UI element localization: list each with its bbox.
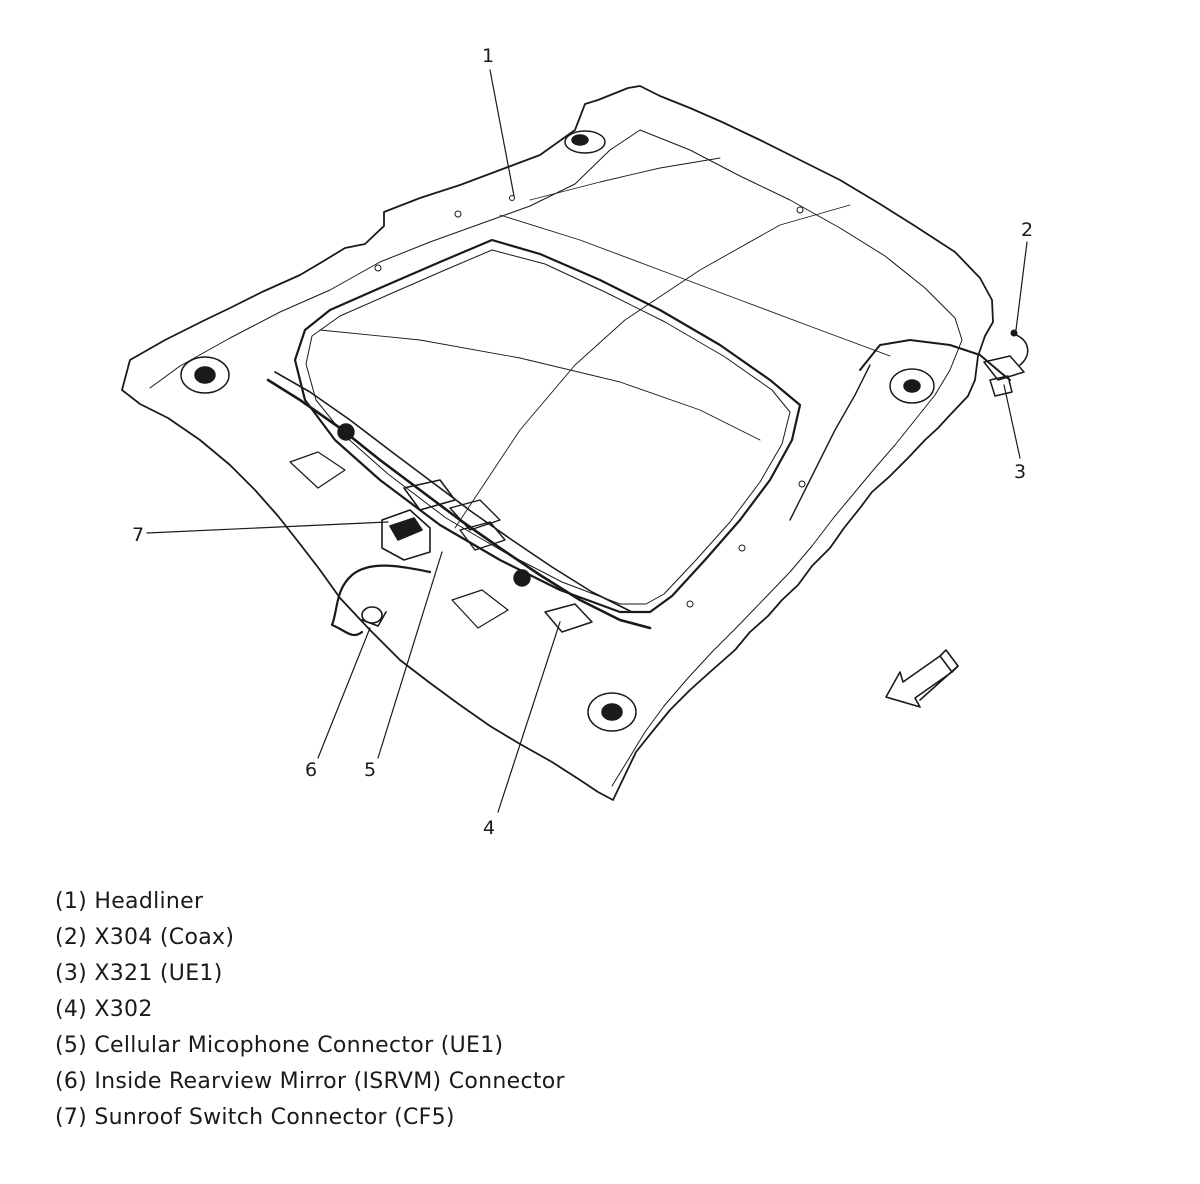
leader-7 xyxy=(146,521,389,534)
legend-item: (5) Cellular Micophone Connector (UE1) xyxy=(55,1033,504,1058)
front-arrow-icon xyxy=(885,649,959,708)
clip-5 xyxy=(738,544,746,552)
grab-handle-mount-rear xyxy=(564,130,606,154)
clip-1 xyxy=(374,264,382,272)
visor-mount-right xyxy=(889,368,935,404)
clip-2 xyxy=(454,210,462,218)
roof-seam-d xyxy=(529,157,721,201)
clip-4 xyxy=(798,480,806,488)
callout-2: 2 xyxy=(1021,219,1033,241)
sunroof-inner-lip xyxy=(305,249,791,605)
console-connector-cluster xyxy=(337,423,531,587)
sunroof-opening xyxy=(293,238,802,614)
clip-pad-left xyxy=(289,451,346,489)
leader-5 xyxy=(377,551,443,759)
callout-5: 5 xyxy=(364,759,376,781)
x302-connector xyxy=(544,603,593,633)
x321-connector xyxy=(983,355,1025,397)
callout-3: 3 xyxy=(1014,461,1026,483)
clip-3 xyxy=(796,206,804,214)
leader-2 xyxy=(1015,241,1028,331)
wire-harness-right-b xyxy=(789,364,871,521)
coax-lead xyxy=(1013,333,1029,366)
legend-item: (4) X302 xyxy=(55,997,153,1022)
leader-3 xyxy=(1003,384,1021,459)
leader-6 xyxy=(317,627,371,759)
headliner-inner-edge xyxy=(149,129,963,787)
callout-6: 6 xyxy=(305,759,317,781)
visor-mount-left xyxy=(180,356,230,394)
legend-item: (1) Headliner xyxy=(55,889,204,914)
wire-harness xyxy=(266,378,652,630)
legend-item: (3) X321 (UE1) xyxy=(55,961,223,986)
headliner-diagram: 1 2 3 4 5 6 7 xyxy=(121,45,1033,839)
isrvm-connector xyxy=(361,606,387,627)
isrvm-pigtail xyxy=(330,564,432,637)
coax-terminal xyxy=(1010,329,1018,337)
roof-seam-c xyxy=(499,214,891,357)
roof-seam-b xyxy=(319,329,761,441)
callout-1: 1 xyxy=(482,45,494,67)
legend-item: (6) Inside Rearview Mirror (ISRVM) Conne… xyxy=(55,1069,565,1094)
roof-seam-a xyxy=(454,204,851,529)
legend-item: (2) X304 (Coax) xyxy=(55,925,235,950)
leader-4 xyxy=(497,621,561,813)
callout-7: 7 xyxy=(132,524,144,546)
legend-item: (7) Sunroof Switch Connector (CF5) xyxy=(55,1105,455,1130)
clip-pad-front xyxy=(451,589,509,629)
wire-harness-b xyxy=(274,371,633,613)
grab-handle-mount-front xyxy=(587,692,637,732)
sunroof-switch-connector xyxy=(381,479,456,561)
headliner-outline xyxy=(121,85,994,801)
wire-harness-right xyxy=(859,339,1011,381)
clip-6 xyxy=(686,600,694,608)
leader-1 xyxy=(489,69,515,197)
legend: (1) Headliner (2) X304 (Coax) (3) X321 (… xyxy=(55,884,565,1136)
callout-4: 4 xyxy=(483,817,495,839)
clip-7 xyxy=(509,195,515,201)
